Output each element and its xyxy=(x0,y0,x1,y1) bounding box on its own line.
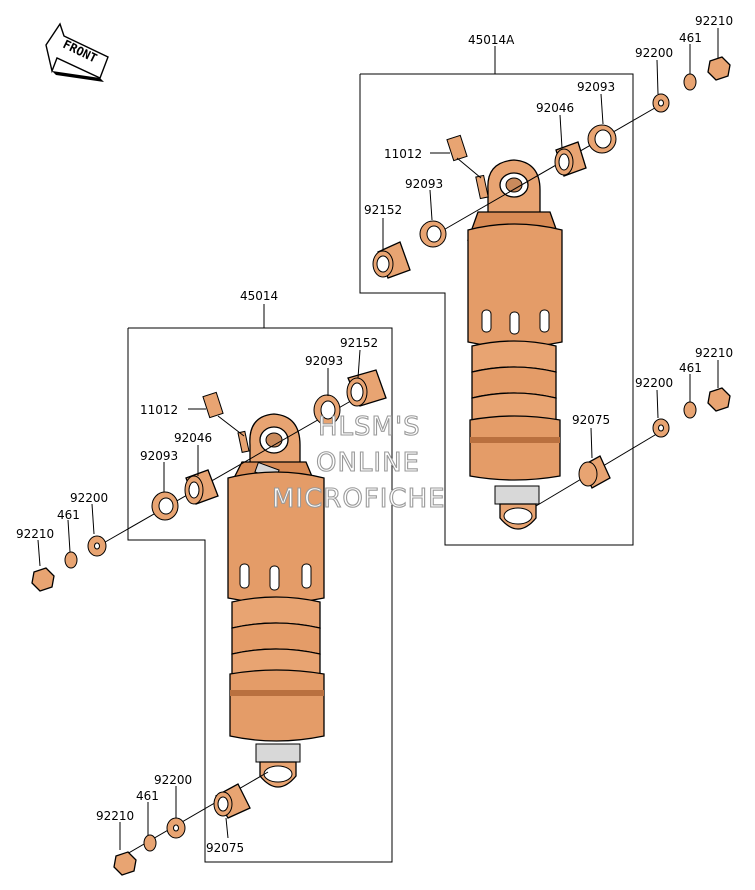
label-l-92210: 92210 xyxy=(16,527,54,541)
watermark-line-1: HLSM'S xyxy=(318,412,421,442)
nut-icon xyxy=(707,387,731,412)
label-l-92093-top: 92093 xyxy=(305,354,343,368)
nut-icon xyxy=(31,567,55,592)
label-l-11012: 11012 xyxy=(140,403,178,417)
label-l-92200-low: 92200 xyxy=(154,773,192,787)
right-leader-lines xyxy=(382,28,719,459)
assembly-number-right: 45014A xyxy=(468,33,515,47)
label-r-92046: 92046 xyxy=(536,101,574,115)
lock-washer-icon xyxy=(64,551,78,569)
label-r-92093-top: 92093 xyxy=(577,80,615,94)
label-r-92200: 92200 xyxy=(635,46,673,60)
nut-icon xyxy=(707,56,731,81)
label-l-92046: 92046 xyxy=(174,431,212,445)
label-l-92210-low: 92210 xyxy=(96,809,134,823)
grease-nipple-icon xyxy=(202,391,224,419)
lock-washer-icon xyxy=(143,834,157,852)
watermark: HLSM'S ONLINE MICROFICHE xyxy=(271,411,446,514)
nut-icon xyxy=(113,851,137,876)
label-r-92210-low: 92210 xyxy=(695,346,733,360)
assembly-frame-left xyxy=(127,304,393,863)
label-l-92093-mid: 92093 xyxy=(140,449,178,463)
label-r-92200-low: 92200 xyxy=(635,376,673,390)
left-leader-lines xyxy=(37,349,361,850)
label-l-461: 461 xyxy=(57,508,80,522)
assembly-number-left: 45014 xyxy=(240,289,278,303)
label-l-461-low: 461 xyxy=(136,789,159,803)
label-l-92152: 92152 xyxy=(340,336,378,350)
shock-absorber-left xyxy=(227,413,325,788)
label-l-92200: 92200 xyxy=(70,491,108,505)
shock-absorber-right xyxy=(467,159,563,530)
label-l-92075: 92075 xyxy=(206,841,244,855)
left-top-parts xyxy=(31,369,387,592)
right-top-parts xyxy=(372,56,731,279)
front-arrow-icon: FRONT xyxy=(45,22,109,82)
label-r-11012: 11012 xyxy=(384,147,422,161)
label-r-92075: 92075 xyxy=(572,413,610,427)
grease-nipple-icon xyxy=(446,134,468,162)
assembly-frame-right xyxy=(359,46,634,546)
left-lower-parts xyxy=(113,771,269,876)
label-r-461: 461 xyxy=(679,31,702,45)
label-r-92093-mid: 92093 xyxy=(405,177,443,191)
watermark-line-3: MICROFICHE xyxy=(272,484,446,514)
lock-washer-icon xyxy=(683,401,697,419)
label-r-92210: 92210 xyxy=(695,14,733,28)
right-lower-parts xyxy=(535,387,731,507)
label-r-461-low: 461 xyxy=(679,361,702,375)
watermark-line-2: ONLINE xyxy=(316,448,420,478)
lock-washer-icon xyxy=(683,73,697,91)
label-r-92152: 92152 xyxy=(364,203,402,217)
